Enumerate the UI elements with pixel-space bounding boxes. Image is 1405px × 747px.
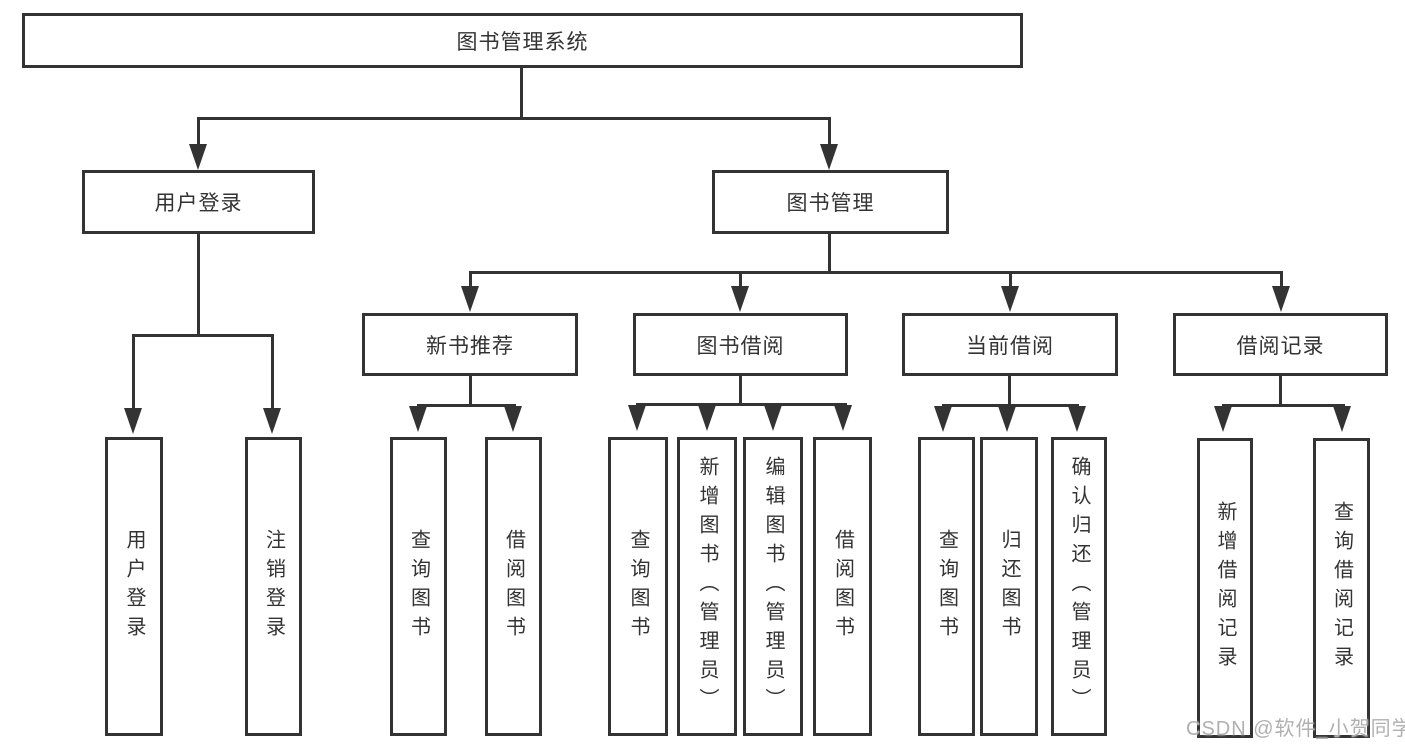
connector-line bbox=[1280, 271, 1283, 288]
node-borrow-records: 借阅记录 bbox=[1173, 313, 1388, 376]
leaf-borrow-query-books: 查询图书 bbox=[608, 437, 668, 736]
leaf-current-return-books: 归还图书 bbox=[980, 437, 1038, 736]
arrowhead-down-icon bbox=[731, 286, 749, 312]
leaf-borrow-borrow-books-label: 借阅图书 bbox=[831, 528, 854, 645]
arrowhead-down-icon bbox=[998, 406, 1016, 432]
leaf-records-add-record-label: 新增借阅记录 bbox=[1214, 501, 1236, 675]
node-borrow-records-label: 借阅记录 bbox=[1236, 334, 1325, 358]
node-book-management-label: 图书管理 bbox=[786, 192, 875, 215]
leaf-recommend-borrow-books-label: 借阅图书 bbox=[502, 528, 525, 645]
leaf-current-query-books: 查询图书 bbox=[918, 437, 975, 736]
node-user-login-label: 用户登录 bbox=[154, 192, 243, 215]
leaf-current-return-books-label: 归还图书 bbox=[998, 528, 1020, 645]
connector-line bbox=[739, 376, 742, 406]
arrowhead-down-icon bbox=[834, 405, 852, 431]
connector-line bbox=[739, 271, 742, 288]
leaf-logout: 注销登录 bbox=[245, 437, 302, 736]
arrowhead-down-icon bbox=[698, 405, 716, 431]
leaf-records-query-record-label: 查询借阅记录 bbox=[1330, 501, 1353, 675]
arrowhead-down-icon bbox=[461, 286, 479, 312]
arrowhead-down-icon bbox=[1068, 406, 1086, 432]
arrowhead-down-icon bbox=[1001, 286, 1019, 312]
leaf-records-add-record: 新增借阅记录 bbox=[1197, 438, 1253, 738]
arrowhead-down-icon bbox=[504, 406, 522, 432]
leaf-recommend-query-books-label: 查询图书 bbox=[407, 528, 430, 645]
leaf-borrow-borrow-books: 借阅图书 bbox=[813, 437, 872, 736]
connector-line bbox=[132, 334, 274, 337]
arrowhead-down-icon bbox=[820, 144, 838, 170]
connector-line bbox=[469, 271, 472, 288]
leaf-current-query-books-label: 查询图书 bbox=[935, 528, 958, 645]
leaf-user-login-label: 用户登录 bbox=[123, 528, 145, 645]
leaf-recommend-query-books: 查询图书 bbox=[390, 437, 447, 736]
node-new-book-recommend: 新书推荐 bbox=[362, 313, 578, 376]
node-book-management: 图书管理 bbox=[712, 170, 949, 234]
arrowhead-down-icon bbox=[1333, 406, 1351, 432]
arrowhead-down-icon bbox=[124, 408, 142, 434]
node-user-login: 用户登录 bbox=[82, 170, 315, 234]
arrowhead-down-icon bbox=[628, 405, 646, 431]
connector-line bbox=[197, 234, 200, 337]
connector-line bbox=[197, 117, 200, 147]
node-root: 图书管理系统 bbox=[22, 13, 1023, 68]
leaf-user-login: 用户登录 bbox=[105, 437, 163, 736]
arrowhead-down-icon bbox=[263, 408, 281, 434]
node-book-borrow-label: 图书借阅 bbox=[696, 334, 785, 358]
leaf-borrow-edit-books-admin: 编辑图书（管理员） bbox=[743, 437, 803, 736]
connector-line bbox=[520, 68, 523, 120]
arrowhead-down-icon bbox=[409, 406, 427, 432]
connector-line bbox=[828, 117, 831, 147]
leaf-records-query-record: 查询借阅记录 bbox=[1313, 438, 1370, 738]
leaf-current-confirm-return-admin: 确认归还（管理员） bbox=[1051, 437, 1107, 736]
connector-line bbox=[417, 404, 516, 407]
connector-line bbox=[197, 117, 831, 120]
connector-line bbox=[1009, 271, 1012, 288]
leaf-recommend-borrow-books: 借阅图书 bbox=[485, 437, 542, 736]
node-current-borrow: 当前借阅 bbox=[902, 313, 1118, 376]
leaf-borrow-add-books-admin: 新增图书（管理员） bbox=[677, 437, 737, 736]
arrowhead-down-icon bbox=[934, 406, 952, 432]
arrowhead-down-icon bbox=[1214, 406, 1232, 432]
leaf-current-confirm-return-admin-label: 确认归还（管理员） bbox=[1068, 456, 1090, 717]
leaf-borrow-add-books-admin-label: 新增图书（管理员） bbox=[696, 456, 718, 717]
connector-line bbox=[271, 334, 274, 410]
leaf-borrow-query-books-label: 查询图书 bbox=[627, 528, 649, 645]
arrowhead-down-icon bbox=[189, 144, 207, 170]
node-book-borrow: 图书借阅 bbox=[633, 313, 848, 376]
node-new-book-recommend-label: 新书推荐 bbox=[426, 334, 514, 358]
connector-line bbox=[1279, 376, 1282, 407]
arrowhead-down-icon bbox=[1272, 286, 1290, 312]
node-root-label: 图书管理系统 bbox=[456, 30, 589, 54]
connector-line bbox=[469, 376, 472, 407]
node-current-borrow-label: 当前借阅 bbox=[966, 334, 1054, 358]
csdn-watermark: CSDN @软件_小贺同学 bbox=[1186, 718, 1405, 740]
leaf-borrow-edit-books-admin-label: 编辑图书（管理员） bbox=[762, 456, 784, 717]
connector-line bbox=[1008, 376, 1011, 407]
arrowhead-down-icon bbox=[764, 405, 782, 431]
connector-line bbox=[636, 403, 847, 406]
connector-line bbox=[828, 234, 831, 274]
leaf-logout-label: 注销登录 bbox=[262, 528, 285, 645]
connector-line bbox=[942, 404, 1079, 407]
connector-line bbox=[132, 334, 135, 410]
connector-line bbox=[1222, 404, 1345, 407]
connector-line bbox=[469, 271, 1283, 274]
